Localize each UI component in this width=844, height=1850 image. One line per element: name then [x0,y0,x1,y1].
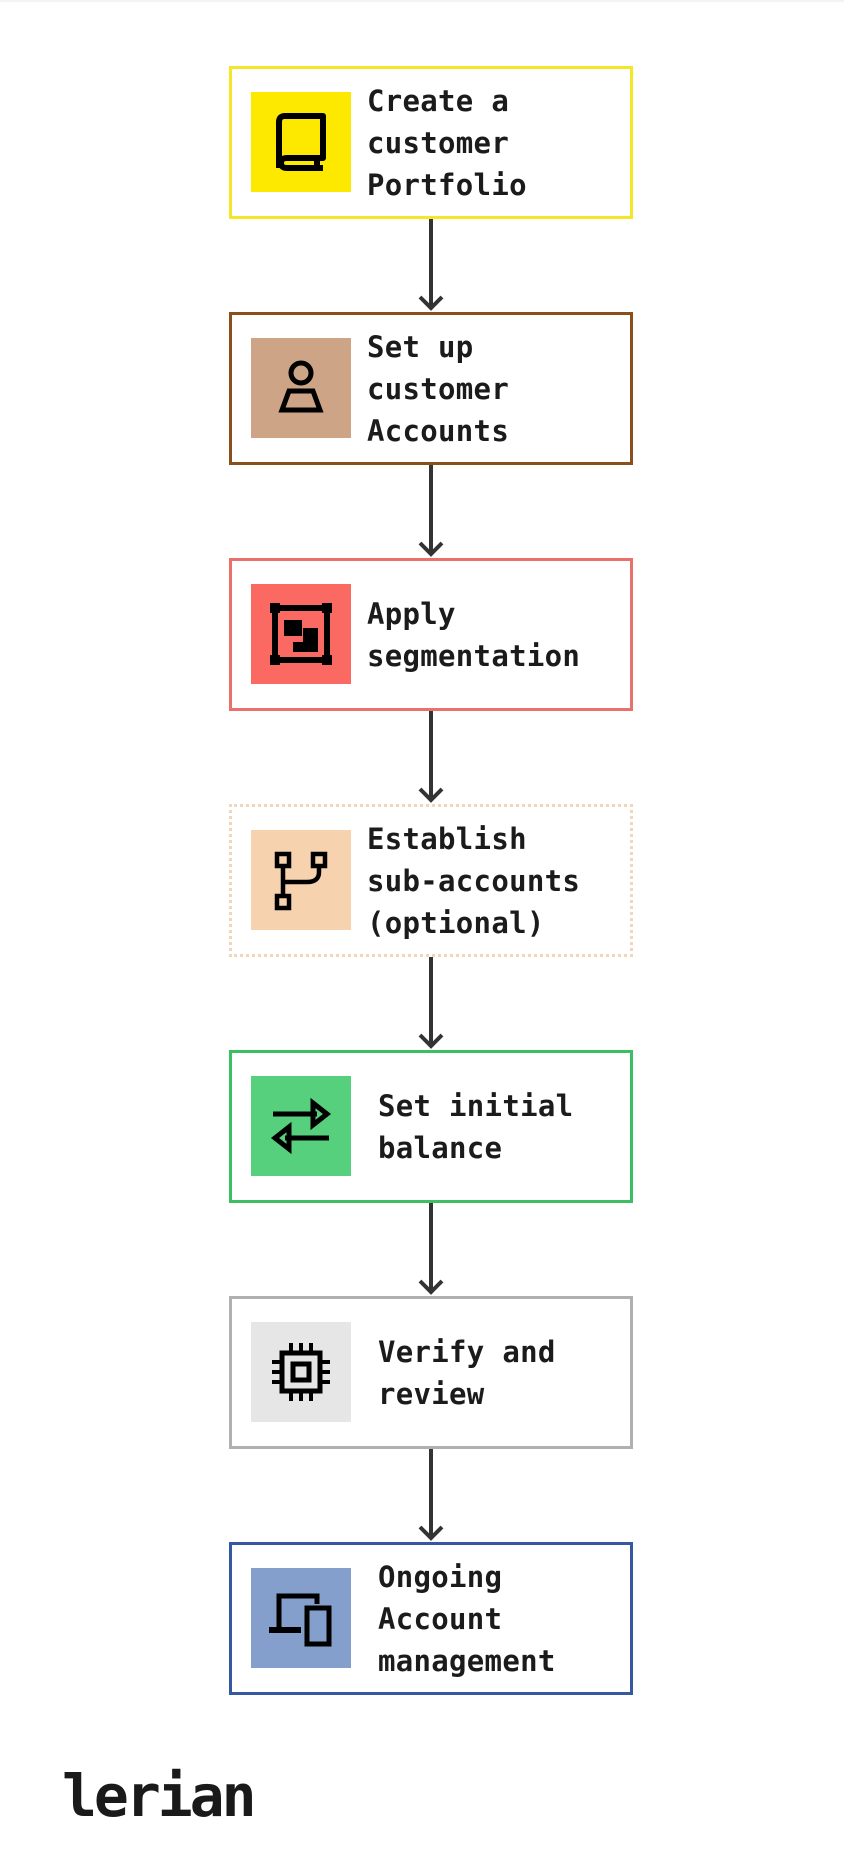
flow-step-5: Set initial balance [229,1050,633,1203]
step-label: Ongoing Account management [378,1559,556,1678]
flow-step-4: Establish sub-accounts (optional) [229,804,633,957]
flow-arrow [416,957,446,1050]
chip-icon [251,1322,351,1422]
flow-arrow [416,1449,446,1542]
flow-step-3: Apply segmentation [229,558,633,711]
flow-arrow [416,219,446,312]
flow-arrow [416,465,446,558]
transfer-arrows-icon [251,1076,351,1176]
step-label: Create a customer Portfolio [367,83,527,202]
flow-arrow [416,1203,446,1296]
step-label: Establish sub-accounts (optional) [367,821,581,940]
step-label: Apply segmentation [367,596,581,673]
flow-arrow [416,711,446,804]
flow-step-7: Ongoing Account management [229,1542,633,1695]
step-label: Verify and review [378,1334,556,1411]
flow-step-2: Set up customer Accounts [229,312,633,465]
segment-frame-icon [251,584,351,684]
brand-logo: lerian [62,1762,257,1830]
flow-step-6: Verify and review [229,1296,633,1449]
top-divider [0,0,844,2]
branch-icon [251,830,351,930]
step-label: Set initial balance [378,1088,574,1165]
book-icon [251,92,351,192]
user-icon [251,338,351,438]
flow-step-1: Create a customer Portfolio [229,66,633,219]
devices-icon [251,1568,351,1668]
step-label: Set up customer Accounts [367,329,510,448]
